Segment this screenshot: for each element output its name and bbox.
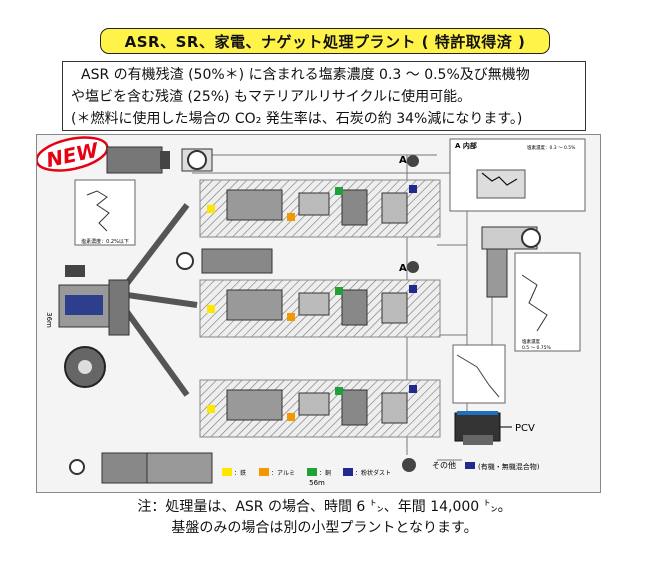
feeder-conveyors [119,203,198,397]
dimension-vertical: 36m [45,312,53,328]
description-line-3: (＊燃料に使用した場合の CO₂ 発生率は、石炭の約 34%減になります。) [71,111,523,127]
legend-swatch-iron [222,468,232,476]
bottom-machine-2 [146,452,213,484]
legend-swatch-aluminum [259,468,269,476]
process-line-1 [199,179,441,238]
control-box [65,265,85,277]
marker-a-top-label: A [399,155,407,166]
inset-right-caption-1: 塩素濃度 [522,338,540,345]
inset-right [514,252,581,352]
bottom-machine [101,452,148,484]
legend-label-aluminum: ：アルミ [271,470,295,477]
inset-right-caption-2: 0.5 ～ 0.75% [522,345,552,351]
other-swatch [465,462,475,469]
bottom-wheel [69,459,85,475]
process-line-2 [199,279,441,338]
process-line-3 [199,379,441,438]
description-line-1: ASR の有機残渣 (50%＊) に含まれる塩素濃度 0.3 ～ 0.5%及び無… [81,67,530,83]
other-description: (有機・無機混合物) [478,462,540,471]
marker-a-mid: A [399,261,419,274]
inset-top-particles [481,172,518,186]
pcv-sorter [454,411,501,445]
main-shredder-feed [108,279,130,336]
top-machine-head [160,151,170,169]
legend: ：鉄 ：アルミ ：銅 ：粉状ダスト [222,468,391,477]
legend-swatch-dust [343,468,353,476]
marker-a-top: A [399,155,419,167]
main-shredder-panel [65,295,103,315]
plant-layout-svg: NEW 塩素濃度：0.2%以下 A A A 内部 塩素濃度：0.3 ～ 0.5% [35,136,586,487]
right-separator-wheel [521,228,541,248]
inset-right-flow [521,274,548,332]
new-badge-text: NEW [44,138,101,173]
other-label: その他 [432,460,456,470]
inset-top-caption: 塩素濃度：0.3 ～ 0.5% [527,144,576,151]
inset-left-caption: 塩素濃度：0.2%以下 [81,238,129,245]
inset-left [74,179,136,246]
mid-crusher [201,248,273,274]
inset-top-title: A 内部 [455,141,477,150]
inset-left-flow [86,190,110,232]
new-badge: NEW [35,136,109,173]
legend-swatch-copper [307,468,317,476]
marker-a-bottom [402,458,416,472]
cable-drum-hub [78,360,92,374]
mid-crusher-wheel [176,252,194,270]
output-bins [207,185,417,421]
marker-a-mid-label: A [399,263,407,274]
description-box: ASR の有機残渣 (50%＊) に含まれる塩素濃度 0.3 ～ 0.5%及び無… [62,61,586,131]
note-line-1: 注：処理量は、ASR の場合、時間 6 ㌧、年間 14,000 ㌧。 [137,499,512,515]
inset-lower-right-flow [456,354,500,398]
dimension-horizontal: 56m [309,479,325,487]
top-rotor-wheel [187,150,207,170]
legend-label-dust: ：粉状ダスト [355,469,391,477]
legend-label-iron: ：鉄 [234,469,246,477]
description-line-2: や塩ビを含む残渣 (25%) もマテリアルリサイクルに使用可能。 [71,89,472,105]
note-line-2: 基盤のみの場合は別の小型プラントとなります。 [171,520,478,536]
pcv-label: PCV [515,423,535,434]
plant-layout-diagram: NEW 塩素濃度：0.2%以下 A A A 内部 塩素濃度：0.3 ～ 0.5% [35,134,601,493]
page-title: ASR、SR、家電、ナゲット処理プラント ( 特許取得済 ) [100,28,550,54]
top-machine [106,146,163,174]
legend-label-copper: ：銅 [319,469,331,477]
